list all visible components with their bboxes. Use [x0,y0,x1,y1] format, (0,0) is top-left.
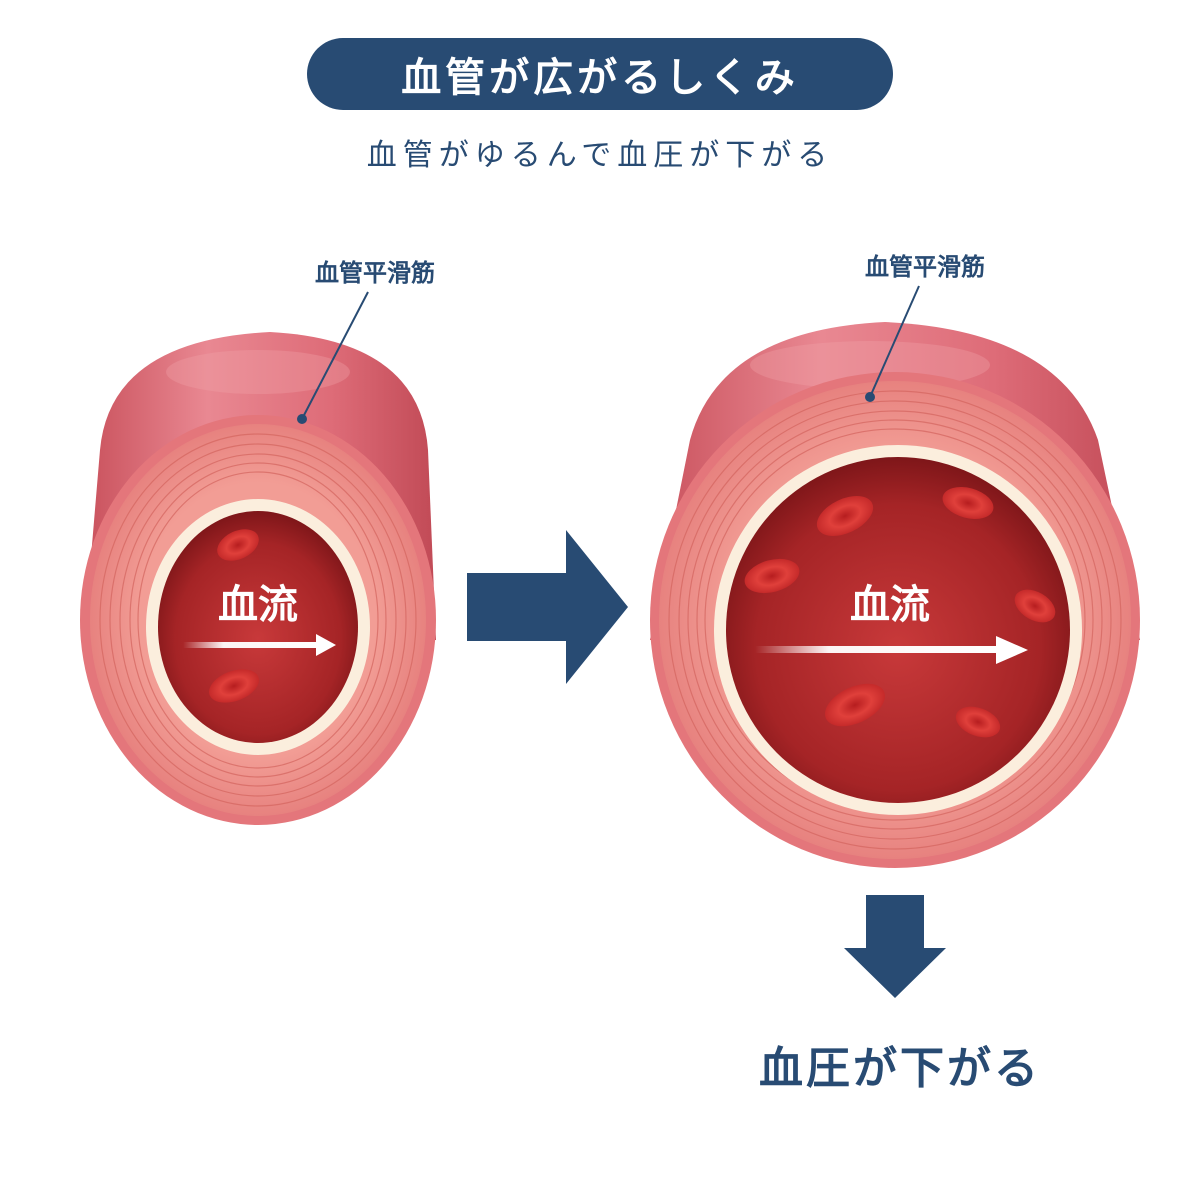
red-blood-cell [816,496,874,536]
subtitle: 血管がゆるんで血圧が下がる [366,138,834,173]
red-blood-cell [1014,589,1056,623]
left-muscle-leader-dot [297,414,307,424]
left-vessel: 血流 血管平滑筋 [80,259,436,825]
right-muscle-leader-dot [865,392,875,402]
title-text: 血管が広がるしくみ [401,55,799,101]
red-blood-cell [744,558,800,594]
left-flow-arrow-icon [183,634,336,656]
right-arrow-icon [467,530,628,684]
right-flow-label: 血流 [850,582,930,628]
red-blood-cell [209,669,259,703]
right-vessel: 血流 血管平滑筋 [650,253,1140,868]
right-muscle-leader-line [869,285,920,398]
red-blood-cell [955,706,1001,738]
red-blood-cell [217,529,259,561]
result-text: 血圧が下がる [759,1043,1041,1094]
red-blood-cell [825,683,885,727]
red-blood-cell [942,487,994,519]
left-flow-label: 血流 [218,582,298,628]
left-muscle-leader-line [301,291,369,420]
right-vessel-lumen [726,457,1070,803]
left-muscle-label: 血管平滑筋 [315,259,435,287]
right-flow-arrow-icon [755,636,1028,664]
title-banner: 血管が広がるしくみ [307,38,893,110]
down-arrow-icon [844,895,946,998]
right-muscle-label: 血管平滑筋 [865,253,985,281]
left-vessel-lumen [158,511,358,743]
